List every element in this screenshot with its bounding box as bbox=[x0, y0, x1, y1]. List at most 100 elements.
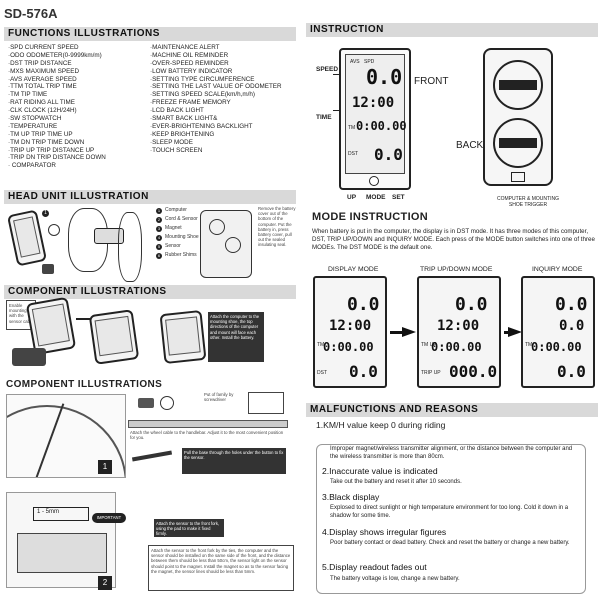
up-button-label: UP bbox=[347, 194, 357, 201]
trip-mode-label: TRIP UP/DOWN MODE bbox=[420, 266, 493, 273]
function-item: ·SETTING SPEED SCALE(km/h,m/h) bbox=[150, 91, 255, 99]
function-item: ·SW STOPWATCH bbox=[8, 115, 62, 123]
function-item: ·SPD CURRENT SPEED bbox=[8, 44, 79, 51]
malfunction-4-title: 4.Display shows irregular figures bbox=[322, 527, 447, 537]
function-item: ·TM TIP TIME bbox=[8, 91, 48, 99]
part-number-badge: 5 bbox=[156, 243, 162, 250]
function-item: ·LOW BATTERY INDICATOR bbox=[150, 67, 233, 75]
function-item: ·EVER-BRIGHTENING BACKLIGHT bbox=[150, 122, 253, 130]
mounting-shoe-diagram bbox=[483, 48, 553, 186]
function-item: ·TM DN TRIP TIME DOWN bbox=[8, 138, 85, 146]
malfunction-2-text: Take out the battery and reset it after … bbox=[330, 479, 462, 485]
malfunction-4-text: Poor battery contact or dead battery. Ch… bbox=[330, 540, 570, 546]
set-button-label: SET bbox=[392, 194, 405, 201]
tie-image bbox=[131, 446, 178, 468]
function-item: · COMPARATOR bbox=[8, 162, 56, 170]
mount-caption: COMPUTER & MOUNTING SHOE TRIGGER bbox=[497, 196, 559, 208]
computer-image bbox=[6, 209, 48, 267]
arrow-head-icon bbox=[402, 327, 416, 337]
part-label: Magnet bbox=[165, 225, 182, 231]
mode-button-icon[interactable] bbox=[369, 176, 379, 186]
fork-note: Attach the sensor to the front fork, usi… bbox=[154, 519, 224, 537]
malfunction-1-text: Improper magnet/wireless transmitter ali… bbox=[330, 446, 573, 460]
function-item: ·MAINTENANCE ALERT bbox=[150, 44, 220, 51]
function-item: ·AVS AVERAGE SPEED bbox=[8, 75, 77, 83]
arrow-icon bbox=[504, 331, 510, 334]
malfunction-1-title: 1.KM/H value keep 0 during riding bbox=[316, 420, 446, 430]
part-label: Sensor bbox=[165, 243, 181, 249]
function-item: ·MXS MAXIMUM SPEED bbox=[8, 67, 80, 75]
battery-note: Remove the battery cover out of the bott… bbox=[258, 206, 296, 248]
malfunctions-heading: MALFUNCTIONS AND REASONS bbox=[306, 403, 598, 417]
function-item: ·FREEZE FRAME MEMORY bbox=[150, 99, 231, 107]
manual-title: SD-576A bbox=[4, 6, 58, 21]
head-unit-heading: HEAD UNIT ILLUSTRATION bbox=[4, 190, 296, 204]
function-item: ·TRIP UP TRIP DISTANCE UP bbox=[8, 146, 95, 154]
back-callout: BACK bbox=[456, 140, 484, 151]
mount-base-image bbox=[12, 348, 46, 366]
functions-heading: FUNCTIONS ILLUSTRATIONS bbox=[4, 27, 296, 41]
function-item: ·TRIP DN TRIP DISTANCE DOWN bbox=[8, 154, 106, 162]
screw-image bbox=[248, 392, 284, 414]
function-item: ·ODO ODOMETER(0-9999km/m) bbox=[8, 51, 102, 59]
part-number-badge: 1 bbox=[156, 207, 162, 214]
part-label: Mounting Shoe bbox=[165, 234, 199, 240]
attach-note: Attach the computer to the mounting shoe… bbox=[208, 312, 264, 362]
function-item: ·KEEP BRIGHTENING bbox=[150, 130, 215, 138]
malfunction-5-text: The battery voltage is low, change a new… bbox=[330, 576, 460, 582]
functions-list-1: ·SPD CURRENT SPEED·ODO ODOMETER(0-9999km… bbox=[8, 44, 106, 170]
speed-callout: SPEED bbox=[316, 66, 339, 73]
time-callout: TIME bbox=[316, 114, 332, 121]
important-badge: IMPORTANT bbox=[92, 513, 126, 523]
function-item: ·TM UP TRIP TIME UP bbox=[8, 130, 73, 138]
main-clock: 12:00 bbox=[352, 95, 395, 111]
mode-description: When battery is put in the computer, the… bbox=[312, 228, 595, 251]
function-item: ·TTM TOTAL TRIP TIME bbox=[8, 83, 77, 91]
computer-image bbox=[159, 309, 207, 365]
function-item: ·TEMPERATURE bbox=[8, 122, 58, 130]
cord-image bbox=[118, 212, 142, 282]
main-lcd: AVS SPD 0.0 12:00 TM 0:00.00 DST 0.0 bbox=[339, 48, 411, 190]
step-1-marker: 1 bbox=[98, 460, 112, 474]
part-number-badge: 6 bbox=[156, 252, 162, 259]
malfunction-3-title: 3.Black display bbox=[322, 492, 380, 502]
sensor-long-note-box: Attach the sensor to the front fork by t… bbox=[148, 545, 294, 591]
malfunctions-box bbox=[316, 444, 586, 594]
mode-button-label: MODE bbox=[366, 194, 386, 201]
instruction-heading: INSTRUCTION bbox=[306, 23, 598, 37]
function-item: ·TOUCH SCREEN bbox=[150, 146, 203, 154]
function-item: ·SETTING THE LAST VALUE OF ODOMETER bbox=[150, 83, 282, 91]
handlebar-note: Attach the wheel cable to the handlebar.… bbox=[130, 430, 284, 441]
magnet-image bbox=[48, 224, 60, 236]
function-item: ·CLK CLOCK (12H/24H) bbox=[8, 107, 77, 115]
inquiry-mode-lcd: 0.0 0.0 TM 0:00.00 0.0 bbox=[521, 276, 595, 388]
sensor-image bbox=[42, 264, 54, 274]
front-callout: FRONT bbox=[414, 76, 449, 87]
main-speed: 0.0 bbox=[366, 65, 403, 89]
display-mode-lcd: 0.0 12:00 TM 0:00.00 DST 0.0 bbox=[313, 276, 387, 388]
function-item: ·SLEEP MODE bbox=[150, 138, 193, 146]
sensor-pair-image bbox=[138, 394, 178, 414]
component-heading-2: COMPONENT ILLUSTRATIONS bbox=[6, 379, 163, 390]
arrow-icon bbox=[76, 318, 98, 320]
arrow-icon bbox=[390, 331, 404, 334]
function-item: ·SMART BACK LIGHT& bbox=[150, 115, 218, 123]
part-number-badge: 1 bbox=[42, 210, 49, 217]
main-distance: 0.0 bbox=[374, 145, 403, 164]
function-item: ·DST TRIP DISTANCE bbox=[8, 59, 72, 67]
malfunction-3-text: Explosed to direct sunlight or high temp… bbox=[330, 505, 569, 519]
mode-heading: MODE INSTRUCTION bbox=[312, 211, 429, 223]
computer-image bbox=[25, 296, 77, 356]
functions-list-2: ·MAINTENANCE ALERT·MACHINE OIL REMINDER·… bbox=[150, 44, 282, 154]
inquiry-mode-label: INQUIRY MODE bbox=[532, 266, 583, 273]
trip-mode-lcd: 0.0 12:00 TM UP 0:00.00 TRIP UP 000.0 bbox=[417, 276, 501, 388]
display-mode-label: DISPLAY MODE bbox=[328, 266, 379, 273]
part-label: Rubber Shims bbox=[165, 252, 197, 258]
